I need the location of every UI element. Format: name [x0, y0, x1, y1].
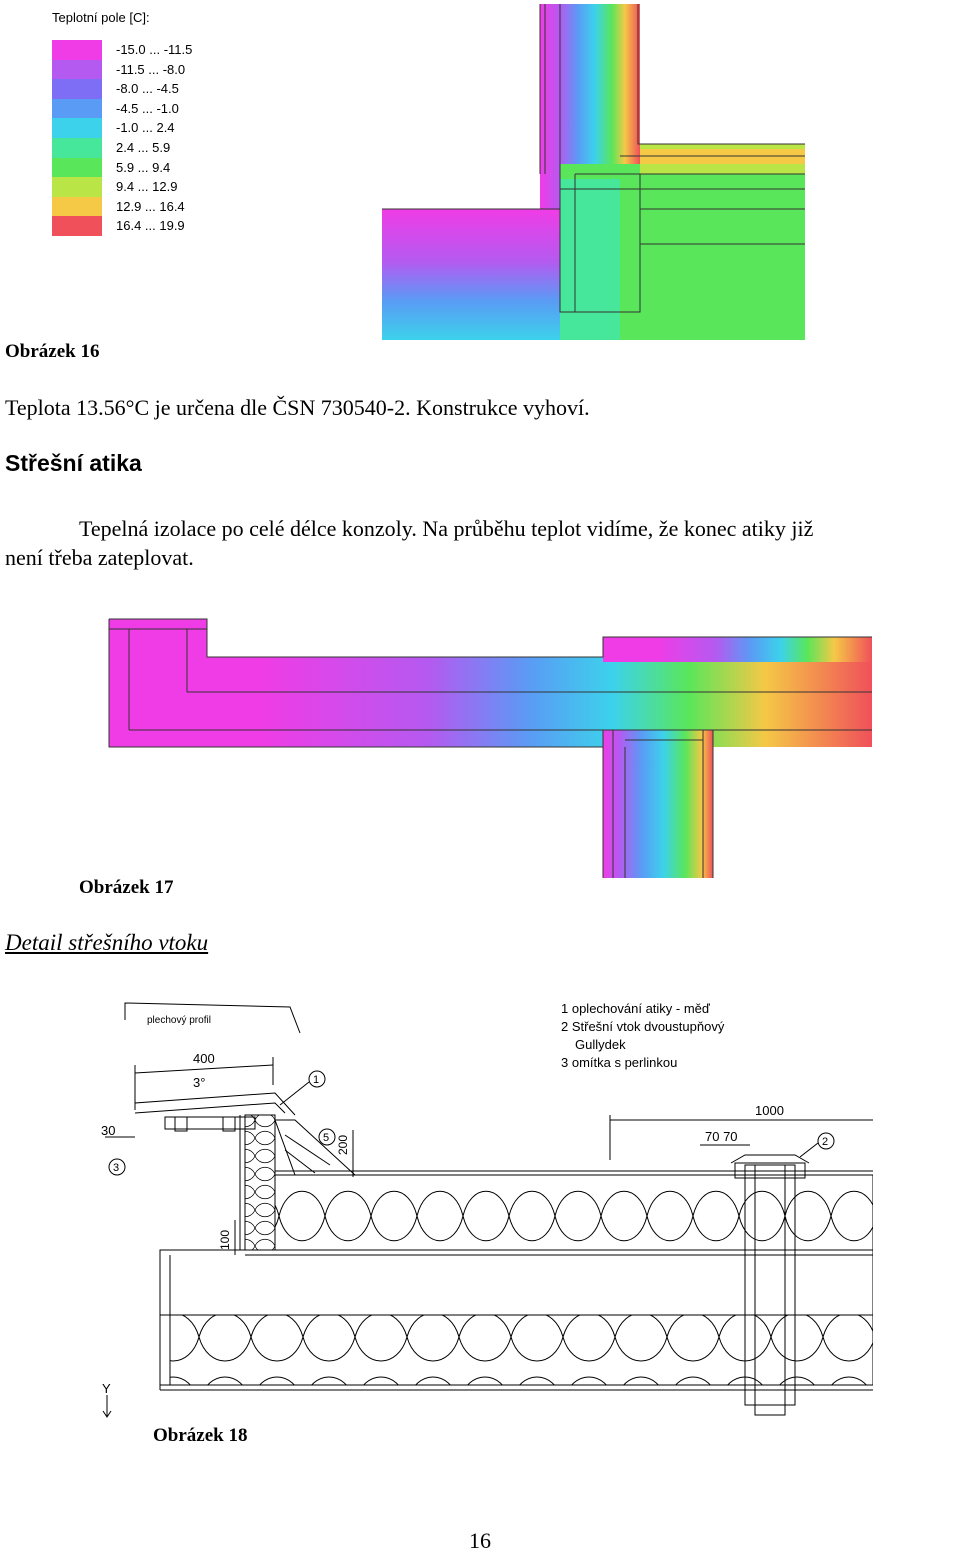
dim-30: 30: [101, 1123, 115, 1138]
section-paragraph-line1: Tepelná izolace po celé délce konzoly. N…: [79, 516, 814, 541]
legend-label: 9.4 ... 12.9: [116, 179, 178, 195]
legend-swatch: [52, 157, 102, 178]
thermal-field-image-16: [382, 4, 805, 340]
roof-drain-detail-drawing: plechový profil 1 oplechování atiky - mě…: [101, 1001, 873, 1418]
legend-label: -11.5 ... -8.0: [116, 61, 186, 77]
figure-18-caption: Obrázek 18: [153, 1425, 248, 1446]
thermal-field-image-17: [108, 618, 872, 878]
legend-label: -1.0 ... 2.4: [116, 120, 175, 136]
legend-swatch: [52, 118, 102, 138]
marker-3: 3: [113, 1162, 119, 1174]
dim-slope: 3°: [193, 1075, 205, 1090]
dim-200: 200: [336, 1135, 350, 1155]
figure-17-caption: Obrázek 17: [79, 877, 174, 898]
paragraph-temperature: Teplota 13.56°C je určena dle ČSN 730540…: [5, 395, 590, 420]
legend-swatch: [52, 79, 102, 99]
legend-swatch: [52, 59, 102, 80]
drawing-legend-line: Gullydek: [575, 1037, 626, 1052]
legend-label: -4.5 ... -1.0: [116, 100, 179, 116]
legend-swatch: [52, 98, 102, 119]
legend-swatch: [52, 216, 102, 236]
legend-swatch: [52, 40, 102, 60]
section-heading: Střešní atika: [5, 450, 142, 476]
detail-heading: Detail střešního vtoku: [5, 930, 209, 955]
legend-label: 5.9 ... 9.4: [116, 159, 171, 175]
page-number: 16: [469, 1528, 491, 1553]
legend-label: 2.4 ... 5.9: [116, 140, 171, 155]
dim-1000: 1000: [755, 1103, 784, 1118]
sheet-profile-label: plechový profil: [147, 1015, 211, 1026]
legend-label: 16.4 ... 19.9: [116, 218, 185, 234]
marker-1: 1: [313, 1074, 319, 1086]
dim-100: 100: [218, 1230, 232, 1250]
dim-70-70: 70 70: [705, 1129, 738, 1144]
legend-swatch: [52, 196, 102, 217]
temperature-legend: Teplotní pole [C]: -15.0 ... -11.5 -11.5 …: [50, 8, 220, 240]
legend-label: 12.9 ... 16.4: [116, 198, 185, 214]
legend-title: Teplotní pole [C]:: [52, 10, 150, 25]
figure-16-caption: Obrázek 16: [5, 341, 100, 362]
drawing-legend-line: 2 Střešní vtok dvoustupňový: [561, 1019, 725, 1034]
marker-2: 2: [822, 1136, 828, 1148]
dim-400: 400: [193, 1051, 215, 1066]
legend-label: -15.0 ... -11.5: [116, 42, 193, 57]
legend-swatch: [52, 177, 102, 197]
axis-y-label: Y: [102, 1381, 111, 1396]
drawing-legend-line: 3 omítka s perlinkou: [561, 1055, 677, 1070]
marker-5: 5: [323, 1132, 329, 1144]
section-paragraph-line2: není třeba zateplovat.: [5, 545, 194, 570]
legend-swatch: [52, 138, 102, 158]
drawing-legend-line: 1 oplechování atiky - měď: [561, 1001, 711, 1016]
legend-label: -8.0 ... -4.5: [116, 81, 179, 97]
